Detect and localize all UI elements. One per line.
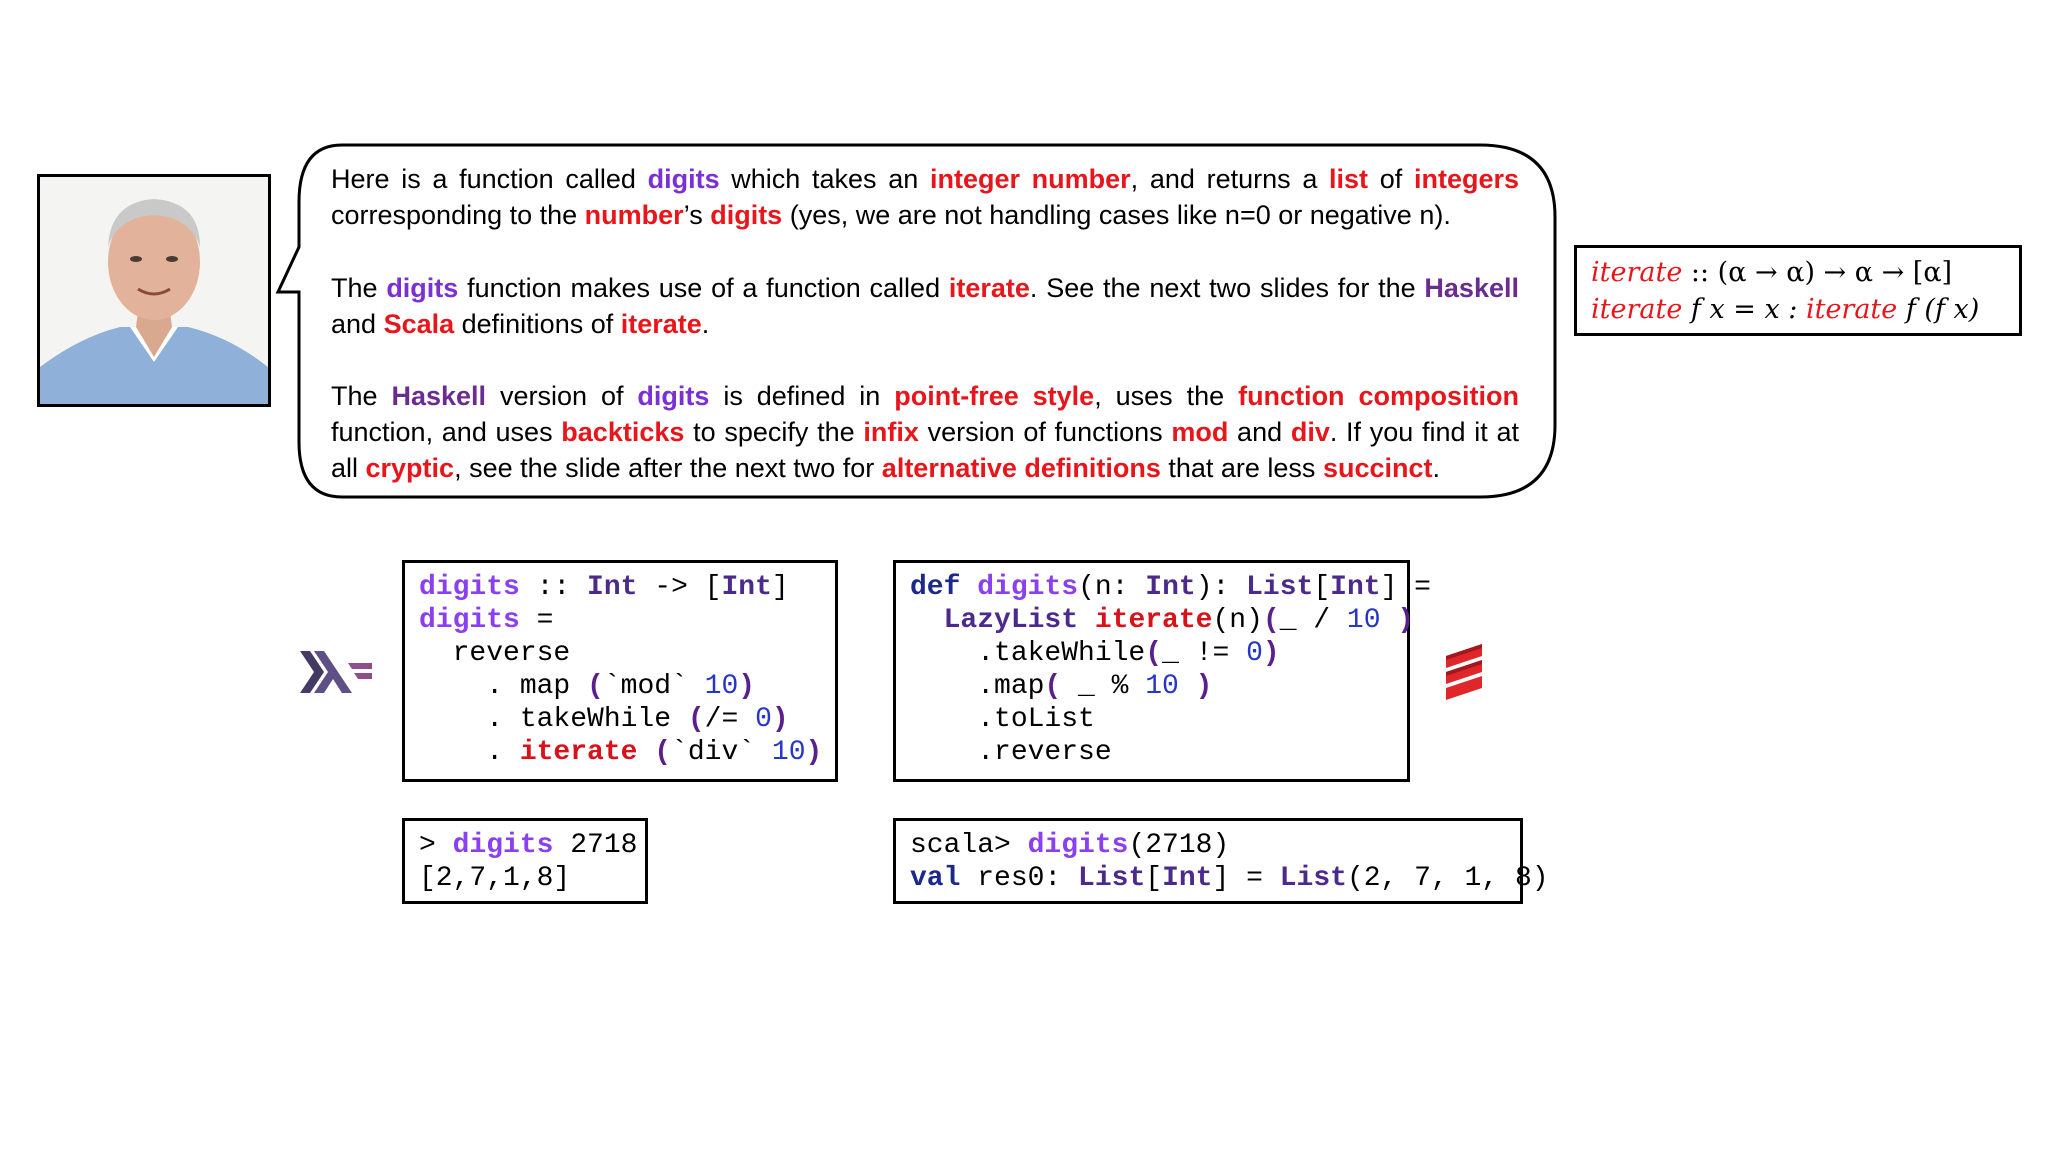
avatar-photo xyxy=(40,177,268,404)
bubble-paragraph-1: Here is a function called digits which t… xyxy=(331,164,1519,230)
code-line: reverse xyxy=(419,638,571,669)
iterate-equation: iterate f x = x : iterate f (f x) xyxy=(1591,294,1980,325)
bubble-paragraph-2: The digits function makes use of a funct… xyxy=(331,273,1519,339)
iterate-signature: iterate :: (α → α) → α → [α] xyxy=(1591,257,1953,288)
haskell-repl-block: > digits 2718[2,7,1,8] xyxy=(402,818,648,904)
bubble-paragraph-3: The Haskell version of digits is defined… xyxy=(331,381,1520,483)
scala-code-block: def digits(n: Int): List[Int] = LazyList… xyxy=(893,560,1431,782)
haskell-logo xyxy=(300,651,372,693)
repl-output: [2,7,1,8] xyxy=(419,863,571,894)
code-line: .map( _ % 10 ) xyxy=(910,671,1213,702)
code-line: def digits(n: Int): List[Int] = xyxy=(910,572,1431,603)
repl-line: > digits 2718 xyxy=(419,830,638,861)
scala-logo xyxy=(1446,644,1482,700)
repl-output: val res0: List[Int] = List(2, 7, 1, 8) xyxy=(910,863,1549,894)
haskell-code-block: digits :: Int -> [Int]digits = reverse .… xyxy=(402,560,838,782)
iterate-definition-box: iterate :: (α → α) → α → [α] iterate f x… xyxy=(1574,245,2022,336)
code-line: .toList xyxy=(910,704,1095,735)
code-line: .reverse xyxy=(910,737,1112,768)
avatar xyxy=(37,174,271,407)
code-line: digits :: Int -> [Int] xyxy=(419,572,789,603)
code-line: . takeWhile (/= 0) xyxy=(419,704,789,735)
code-line: LazyList iterate(n)(_ / 10 ) xyxy=(943,605,1415,636)
repl-line: scala> digits(2718) xyxy=(910,830,1230,861)
code-line: . iterate (`div` 10) xyxy=(419,737,823,768)
code-line: .takeWhile(_ != 0) xyxy=(910,638,1280,669)
scala-repl-block: scala> digits(2718)val res0: List[Int] =… xyxy=(893,818,1549,904)
speech-bubble xyxy=(275,143,1557,499)
code-line: . map (`mod` 10) xyxy=(419,671,756,702)
code-line: digits = xyxy=(419,605,554,636)
